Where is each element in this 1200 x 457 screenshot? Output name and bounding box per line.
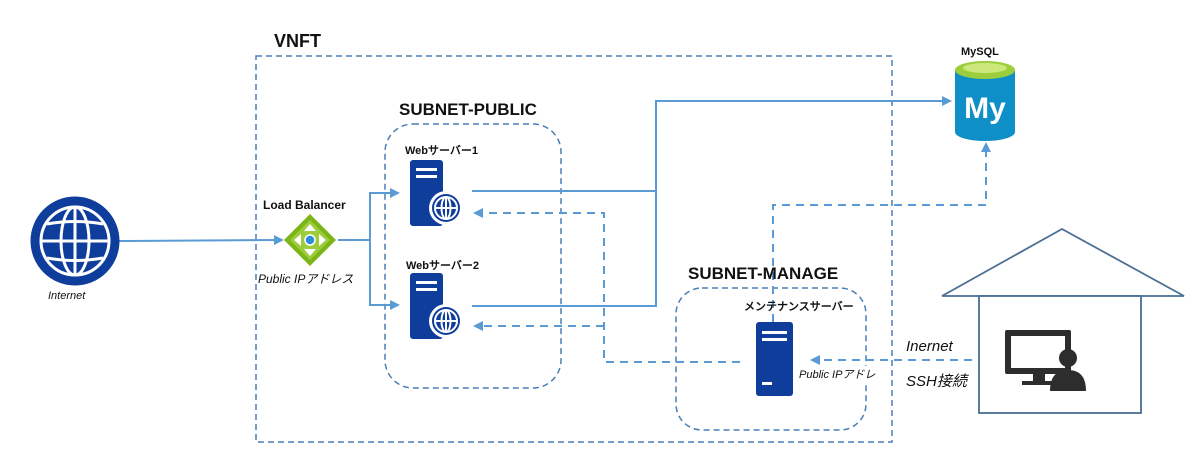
house-user-icon [941, 227, 1185, 414]
maint-to-mysql-line [772, 142, 991, 322]
web1-label: Webサーバー1 [405, 145, 479, 157]
svg-text:My: My [964, 92, 1006, 125]
subnet-public-boundary [384, 123, 562, 389]
mysql-database-icon: My [955, 61, 1015, 141]
lb-to-web1-line [338, 188, 400, 241]
vnet-boundary [255, 55, 893, 443]
maintenance-server-icon [756, 322, 793, 396]
mysql-label: MySQL [961, 46, 999, 58]
office-internet-label: Inernet [906, 338, 953, 355]
connections [117, 96, 952, 310]
web2-to-mysql-line [472, 191, 657, 307]
internet-label: Internet [48, 290, 86, 302]
subnet-public-label: SUBNET-PUBLIC [399, 100, 537, 119]
maintenance-label: メンテナンスサーバー [744, 301, 854, 313]
web2-server-icon [410, 273, 463, 339]
load-balancer-icon [284, 214, 336, 266]
internet-to-lb-line [117, 235, 284, 246]
globe-icon [30, 196, 120, 286]
load-balancer-label: Load Balancer [263, 198, 346, 212]
load-balancer-ip-label: Public IPアドレス [258, 272, 354, 286]
maintenance-connections [473, 142, 1000, 365]
web1-server-icon [410, 160, 463, 226]
vnet-label: VNFT [274, 31, 321, 51]
web2-label: Webサーバー2 [406, 260, 480, 272]
maintenance-ip-label: Public IPアドレ [799, 366, 876, 382]
office-ssh-label: SSH接続 [906, 373, 967, 390]
maint-to-web1-line [473, 208, 740, 363]
web1-to-mysql-line [472, 96, 952, 192]
lb-to-web2-line [369, 240, 400, 310]
subnet-manage-label: SUBNET-MANAGE [688, 264, 839, 283]
